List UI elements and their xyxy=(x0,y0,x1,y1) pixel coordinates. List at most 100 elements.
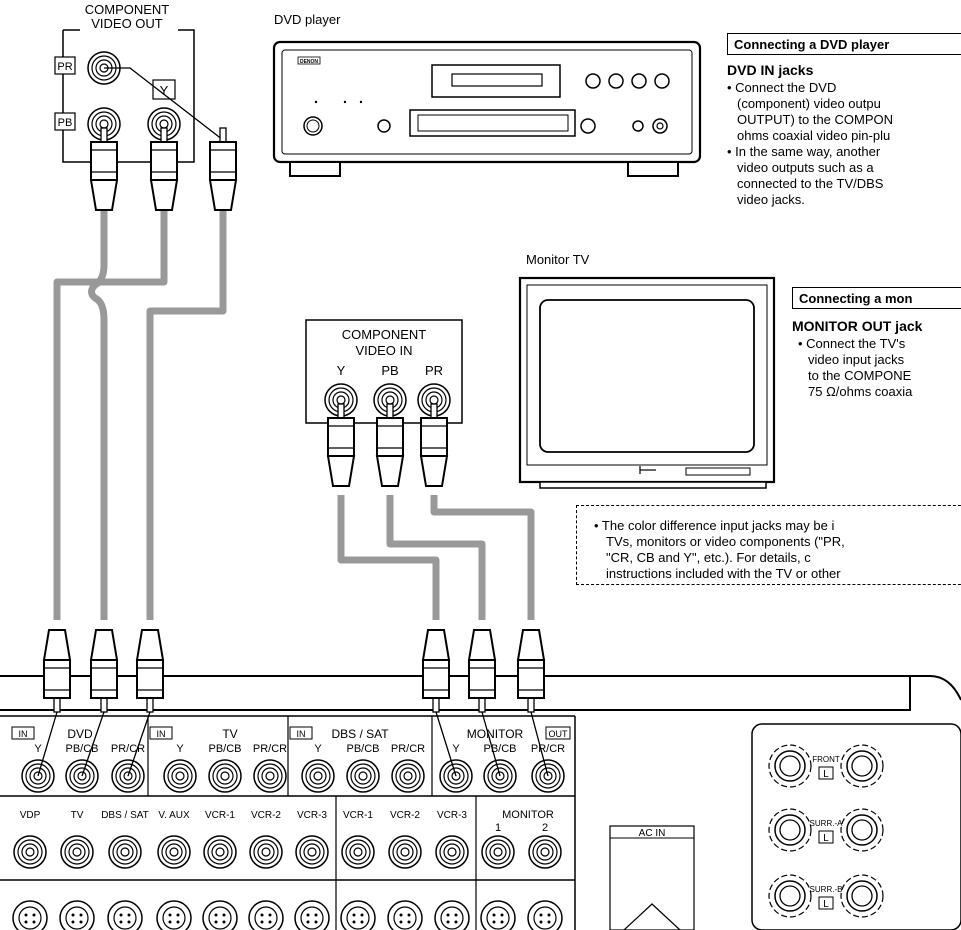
section-monitor-line-3: to the COMPONE xyxy=(808,368,912,383)
cable-mon-pr xyxy=(430,495,535,620)
note-line-4: instructions included with the TV or oth… xyxy=(606,566,841,581)
dest-title-line1: COMPONENT xyxy=(342,327,427,342)
row1-jack-label: PR/CR xyxy=(253,743,287,755)
source-pr-label: PR xyxy=(57,61,72,73)
cable-pr xyxy=(146,210,227,620)
section-dvd-line-4: ohms coaxial video pin-plu xyxy=(737,128,891,143)
row2-jack xyxy=(203,835,237,869)
rcv-dvd-pr-plug xyxy=(136,629,164,713)
section-dvd-line-1: • Connect the DVD xyxy=(727,80,837,95)
section-monitor-line-4: 75 Ω/ohms coaxia xyxy=(808,384,913,399)
row2-jack xyxy=(108,835,142,869)
monitor-tv xyxy=(518,276,776,489)
section-dvd-subheader: DVD IN jacks xyxy=(727,62,814,78)
rcv-mon-pb-plug xyxy=(468,629,496,713)
speaker-channel: L xyxy=(823,833,829,844)
row1-jack-label: PR/CR xyxy=(531,743,565,755)
section-dvd-line-5: • In the same way, another xyxy=(727,144,881,159)
note-line-1: • The color difference input jacks may b… xyxy=(594,518,835,533)
note-line-2: TVs, monitors or video components ("PR, xyxy=(606,534,845,549)
source-title-line2: VIDEO OUT xyxy=(91,16,163,31)
row2-jack xyxy=(13,835,47,869)
svideo-jack xyxy=(527,900,563,930)
svideo-jack xyxy=(59,900,95,930)
section-dvd-line-2: (component) video outpu xyxy=(737,96,881,111)
section-dvd-line-3: OUTPUT) to the COMPON xyxy=(737,112,894,127)
source-y-plug xyxy=(150,127,178,211)
row2-jack-label: VCR-1 xyxy=(343,810,373,821)
source-pb-plug xyxy=(90,127,118,211)
source-pb-label: PB xyxy=(58,117,73,129)
note-line-3: "CR, CB and Y", etc.). For details, c xyxy=(606,550,811,565)
svideo-jack xyxy=(107,900,143,930)
cable-pb xyxy=(88,210,108,620)
row2-jack xyxy=(249,835,283,869)
row2-jack xyxy=(60,835,94,869)
row1-jack-label: Y xyxy=(176,743,184,755)
row1-jack-label: PB/CB xyxy=(65,743,98,755)
row2-jack-label: DBS / SAT xyxy=(101,810,149,821)
source-y-label: Y xyxy=(160,83,169,98)
speaker-channel: L xyxy=(823,899,829,910)
dest-title-line2: VIDEO IN xyxy=(355,343,412,358)
row2-jack xyxy=(388,835,422,869)
rcv-dvd-y-plug xyxy=(43,629,71,713)
row1-jack-label: Y xyxy=(314,743,322,755)
svideo-jack xyxy=(340,900,376,930)
section-dvd-header: Connecting a DVD player xyxy=(727,33,961,55)
row1-jack-label: Y xyxy=(34,743,42,755)
section-dvd-line-7: connected to the TV/DBS xyxy=(737,176,884,191)
dvd-player-caption: DVD player xyxy=(274,12,341,27)
dvd-brand: DENON xyxy=(300,59,318,65)
source-pr-plug xyxy=(209,127,237,211)
monitor-tv-caption: Monitor TV xyxy=(526,252,590,267)
row2-jack xyxy=(341,835,375,869)
row2-jack xyxy=(435,835,469,869)
row2-jack-label: VCR-3 xyxy=(437,810,467,821)
row2-jack xyxy=(157,835,191,869)
svideo-jack xyxy=(387,900,423,930)
tv-group-label: TV xyxy=(222,727,237,741)
section-monitor-header: Connecting a mon xyxy=(792,287,961,309)
row2-jack xyxy=(481,835,515,869)
section-dvd-line-6: video outputs such as a xyxy=(737,160,874,175)
row1-jack xyxy=(301,759,335,793)
row2-jack-label: VCR-2 xyxy=(390,810,420,821)
ac-in-label: AC IN xyxy=(639,828,666,839)
row2-jack-label: VDP xyxy=(20,810,41,821)
dbs-group-label: DBS / SAT xyxy=(331,727,389,741)
row1-jack xyxy=(163,759,197,793)
speaker-channel: L xyxy=(823,769,829,780)
source-jack-panel: COMPONENT VIDEO OUT PR PB Y xyxy=(54,2,237,211)
dvd-group-label: DVD xyxy=(67,727,93,741)
row2-jack-label: V. AUX xyxy=(158,810,190,821)
dest-pb-label: PB xyxy=(381,363,398,378)
row1-jack xyxy=(391,759,425,793)
cable-mon-pb xyxy=(386,495,486,620)
section-monitor-line-2: video input jacks xyxy=(808,352,905,367)
row1-jack xyxy=(253,759,287,793)
dvd-player: DENON xyxy=(272,40,702,177)
svideo-jack xyxy=(434,900,470,930)
row1-jack xyxy=(346,759,380,793)
row2-jack-label: TV xyxy=(71,810,84,821)
speaker-label: SURR.-B xyxy=(810,885,843,894)
svideo-jack xyxy=(156,900,192,930)
section-monitor-line-1: • Connect the TV's xyxy=(798,336,906,351)
section-dvd-line-8: video jacks. xyxy=(737,192,805,207)
speaker-label: SURR.-A xyxy=(810,819,844,828)
row2-jack-label: VCR-1 xyxy=(205,810,235,821)
tv-in-tag: IN xyxy=(157,729,166,739)
monitor-group-label: MONITOR xyxy=(467,727,524,741)
cable-mon-y xyxy=(337,495,440,620)
row1-jack-label: PB/CB xyxy=(346,743,379,755)
row1-jack-label: Y xyxy=(452,743,460,755)
svideo-jack xyxy=(294,900,330,930)
rcv-mon-pr-plug xyxy=(517,629,545,713)
dest-y-label: Y xyxy=(337,363,346,378)
row1-jack-label: PR/CR xyxy=(391,743,425,755)
cables xyxy=(53,210,535,620)
row1-jack-label: PB/CB xyxy=(208,743,241,755)
dvd-in-tag: IN xyxy=(19,729,28,739)
